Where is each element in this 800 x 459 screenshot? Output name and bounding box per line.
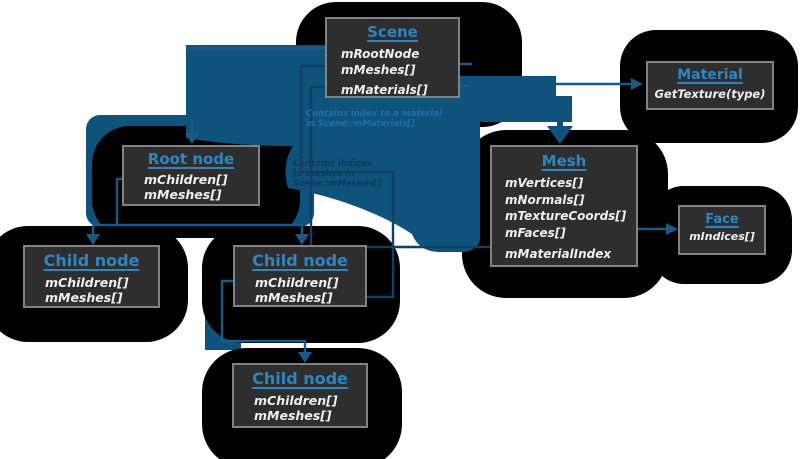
face-fields: mIndices[] [680,230,764,243]
child-node-3-fields: mChildren[]mMeshes[] [234,393,366,423]
face-class-box: Face mIndices[] [678,205,766,255]
field-label: mRootNode [341,47,420,61]
root-children-connector [91,177,304,235]
field-label: mMeshes[] [255,290,333,305]
child-node-3-class-box: Child node mChildren[]mMeshes[] [232,363,368,428]
field-label: mChildren[] [255,275,339,290]
material-fields: GetTexture(type) [648,87,772,101]
swoosh-layer [186,45,572,252]
scene-title: Scene [367,23,418,41]
field-label: mChildren[] [45,275,129,290]
child3-arrowhead [298,352,312,363]
annotation-line: to meshes in [293,169,355,179]
field-label: mIndices[] [689,230,755,243]
node-meshes-index-line [299,64,395,299]
mesh-arrowhead [547,126,573,144]
field-label: mChildren[] [254,393,338,408]
material-arrowhead [631,78,643,90]
field-label: mMeshes[] [254,408,332,423]
face-arrowhead [666,223,678,235]
root-node-class-box: Root node mChildren[]mMeshes[] [122,145,260,206]
root-node-arrowhead [185,133,199,144]
root-node-fields: mChildren[]mMeshes[] [124,172,258,202]
field-label: mMaterials[] [341,83,428,97]
scene-fields: mRootNode mMeshes[] mMaterials[] [327,46,458,98]
scene-class-box: Scene mRootNode mMeshes[] mMaterials[] [325,17,460,98]
material-index-line [309,85,492,249]
field-label: mFaces[] [505,225,566,240]
field-label: GetTexture(type) [654,87,766,101]
swoosh-mesh-block [444,96,572,122]
field-label: mMeshes[] [45,290,123,305]
field-label: mMeshes[] [341,63,416,77]
child-node-1-class-box: Child node mChildren[]mMeshes[] [23,245,160,308]
mesh-title: Mesh [541,152,587,170]
field-label: mMeshes[] [144,187,222,202]
child1-arrowhead [86,234,100,245]
field-label: mMaterialIndex [505,247,612,261]
field-label: mChildren[] [144,172,228,187]
field-label: mNormals[] [505,192,585,207]
child-node-1-fields: mChildren[]mMeshes[] [25,275,158,305]
child-node-2-class-box: Child node mChildren[]mMeshes[] [233,245,367,307]
child-node-1-title: Child node [43,251,140,270]
mesh-class-box: Mesh mVertices[] mNormals[] mTextureCoords… [490,145,638,267]
annotation-line: Contains index to a material [306,109,442,119]
annotation-line: Scene::mMeshes[] [293,179,382,189]
child-node-2-fields: mChildren[]mMeshes[] [235,275,365,305]
root-node-title: Root node [147,150,235,168]
field-label: mVertices[] [505,176,584,190]
face-title: Face [705,212,739,227]
child2-children-connector [220,279,307,353]
material-class-box: Material GetTexture(type) [646,61,774,110]
annotation-material-index: Contains index to a material in Scene::m… [306,109,476,129]
child2-arrowhead [295,234,309,245]
annotation-mesh-index: Contains indices to meshes in Scene::mMe… [293,159,413,189]
material-title: Material [677,67,743,83]
annotation-line: in Scene::mMaterials[] [306,119,415,129]
index-lines [299,64,492,299]
child-node-3-title: Child node [252,369,348,388]
child-node-2-title: Child node [252,251,348,270]
annotation-line: Contains indices [293,159,372,169]
field-label: mTextureCoords[] [505,209,627,223]
mesh-fields: mVertices[] mNormals[] mTextureCoords[] mFa… [492,175,636,263]
